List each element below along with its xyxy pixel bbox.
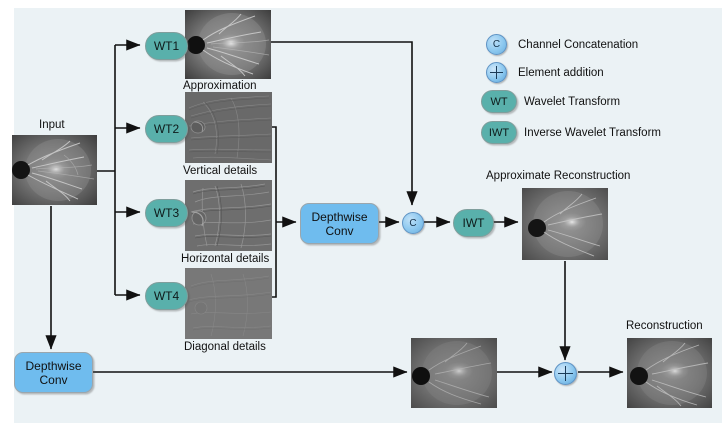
label-horizontal-details: Horizontal details	[181, 253, 270, 265]
image-approximate-reconstruction	[522, 188, 608, 260]
label-vertical-details: Vertical details	[183, 165, 258, 177]
block-wt4-label: WT4	[153, 289, 180, 303]
legend-concat-icon: C	[486, 34, 507, 55]
label-input: Input	[39, 119, 65, 131]
block-wt2[interactable]: WT2	[145, 115, 188, 143]
block-depthwise-conv-input[interactable]: Depthwise Conv	[14, 352, 93, 393]
label-reconstruction: Reconstruction	[626, 320, 703, 332]
block-wt2-label: WT2	[153, 122, 180, 136]
block-iwt[interactable]: IWT	[453, 209, 494, 237]
image-vertical-details	[185, 92, 272, 163]
depthwise-conv-details-line2: Conv	[325, 223, 354, 238]
image-diagonal-details	[185, 268, 272, 339]
legend-iwt-label: Inverse Wavelet Transform	[524, 126, 661, 139]
block-wt1[interactable]: WT1	[145, 32, 188, 60]
legend-plus-vertical-bar	[495, 66, 498, 79]
image-input	[12, 135, 97, 205]
legend-item-inverse-wavelet-transform: IWT Inverse Wavelet Transform	[481, 121, 661, 144]
block-wt1-label: WT1	[153, 39, 180, 53]
image-horizontal-details	[185, 180, 272, 251]
depthwise-conv-input-line1: Depthwise	[25, 358, 82, 373]
label-approximation: Approximation	[183, 80, 257, 92]
legend-item-wavelet-transform: WT Wavelet Transform	[481, 90, 620, 113]
plus-vertical-bar	[564, 366, 567, 381]
block-wt4[interactable]: WT4	[145, 282, 188, 310]
label-approximate-reconstruction: Approximate Reconstruction	[486, 170, 631, 182]
image-approximation	[185, 10, 271, 79]
block-depthwise-conv-details[interactable]: Depthwise Conv	[300, 203, 379, 244]
legend-item-element-addition: Element addition	[486, 62, 604, 83]
depthwise-conv-input-line2: Conv	[39, 372, 68, 387]
legend-concat-symbol: C	[492, 39, 501, 50]
legend-wt-label: Wavelet Transform	[524, 95, 621, 108]
legend-addition-label: Element addition	[518, 66, 604, 79]
image-conv-output	[411, 338, 497, 408]
legend-wt-symbol: WT	[490, 95, 508, 108]
block-iwt-label: IWT	[462, 216, 485, 230]
depthwise-conv-details-line1: Depthwise	[311, 209, 368, 224]
block-wt3-label: WT3	[153, 206, 180, 220]
legend-item-channel-concatenation: C Channel Concatenation	[486, 34, 638, 55]
legend-wt-icon: WT	[481, 90, 517, 113]
legend-iwt-icon: IWT	[481, 121, 517, 144]
concat-node[interactable]: C	[402, 212, 424, 234]
legend-iwt-symbol: IWT	[488, 126, 510, 139]
legend-concat-label: Channel Concatenation	[518, 38, 639, 51]
element-addition-node[interactable]	[554, 362, 577, 385]
image-reconstruction	[627, 338, 712, 408]
label-diagonal-details: Diagonal details	[184, 341, 266, 353]
block-wt3[interactable]: WT3	[145, 199, 188, 227]
concat-node-label: C	[409, 217, 417, 229]
legend-plus-icon	[486, 62, 507, 83]
